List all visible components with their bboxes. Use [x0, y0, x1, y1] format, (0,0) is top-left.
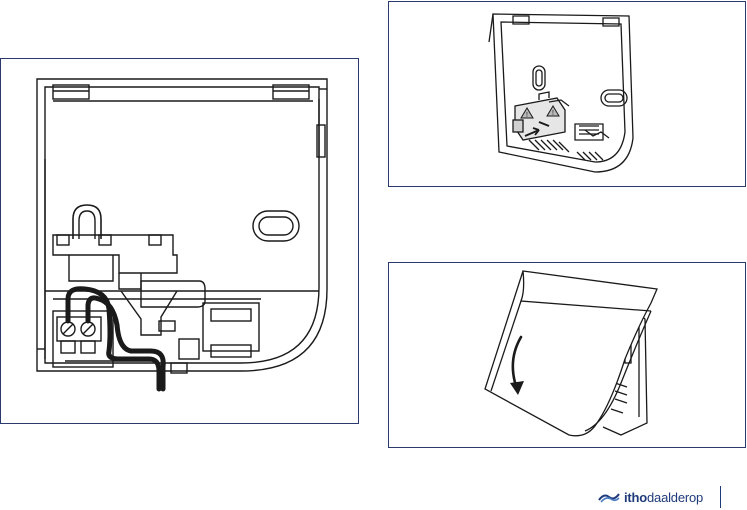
cover-closing-drawing	[484, 270, 658, 437]
svg-text:!: !	[526, 112, 528, 119]
figure-panel-wiring	[0, 58, 359, 424]
brand-suffix: daalderop	[647, 489, 704, 505]
wall-plate-wiring-drawing	[36, 78, 328, 392]
figure-panel-terminal-warning: ! !	[388, 1, 746, 187]
warning-icon: !	[520, 107, 534, 119]
itho-daalderop-wave-icon	[598, 493, 620, 503]
svg-text:!: !	[552, 110, 554, 117]
wall-plate-terminal-drawing: ! !	[488, 13, 634, 173]
brand-name: ithodaalderop	[624, 490, 703, 505]
insert-arrow-icon	[524, 129, 540, 137]
housing-inner	[44, 86, 320, 364]
cable	[65, 286, 166, 392]
figure-panel-cover-closing	[388, 262, 746, 448]
footer-divider	[720, 486, 721, 508]
brand-prefix: itho	[624, 489, 648, 505]
warning-icon: !	[546, 105, 560, 117]
housing-outline	[36, 78, 328, 372]
brand-logo: ithodaalderop	[598, 488, 703, 506]
close-direction-arrow-icon	[510, 335, 524, 395]
